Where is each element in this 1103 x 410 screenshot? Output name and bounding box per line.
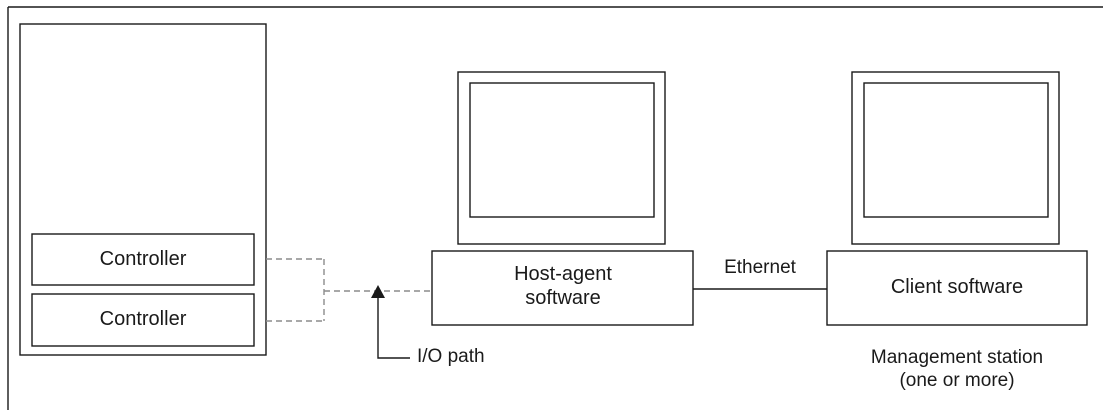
host-monitor-outer — [457, 71, 666, 245]
client-software-label: Client software — [890, 276, 1024, 298]
ethernet-label: Ethernet — [724, 257, 796, 278]
controller-box-2 — [31, 293, 255, 347]
client-monitor-screen — [863, 82, 1049, 218]
host-agent-box — [431, 250, 694, 326]
io-path-arrowhead — [371, 285, 385, 298]
controller-label-1: Controller — [99, 248, 187, 270]
host-agent-label-line2: software — [525, 287, 601, 309]
client-software-box — [826, 250, 1088, 326]
controller-box-1 — [31, 233, 255, 286]
io-path-leader-line — [377, 298, 410, 359]
controller-label-2: Controller — [99, 308, 187, 330]
management-station-label: Management station — [870, 347, 1044, 368]
host-monitor-screen — [469, 82, 655, 218]
dashed-io-connections — [266, 258, 432, 322]
host-agent-label-line1: Host-agent — [514, 263, 612, 285]
management-station-sublabel: (one or more) — [899, 370, 1015, 391]
client-monitor-outer — [851, 71, 1060, 245]
io-path-label: I/O path — [417, 346, 485, 367]
storage-subsystem-box — [19, 23, 267, 356]
